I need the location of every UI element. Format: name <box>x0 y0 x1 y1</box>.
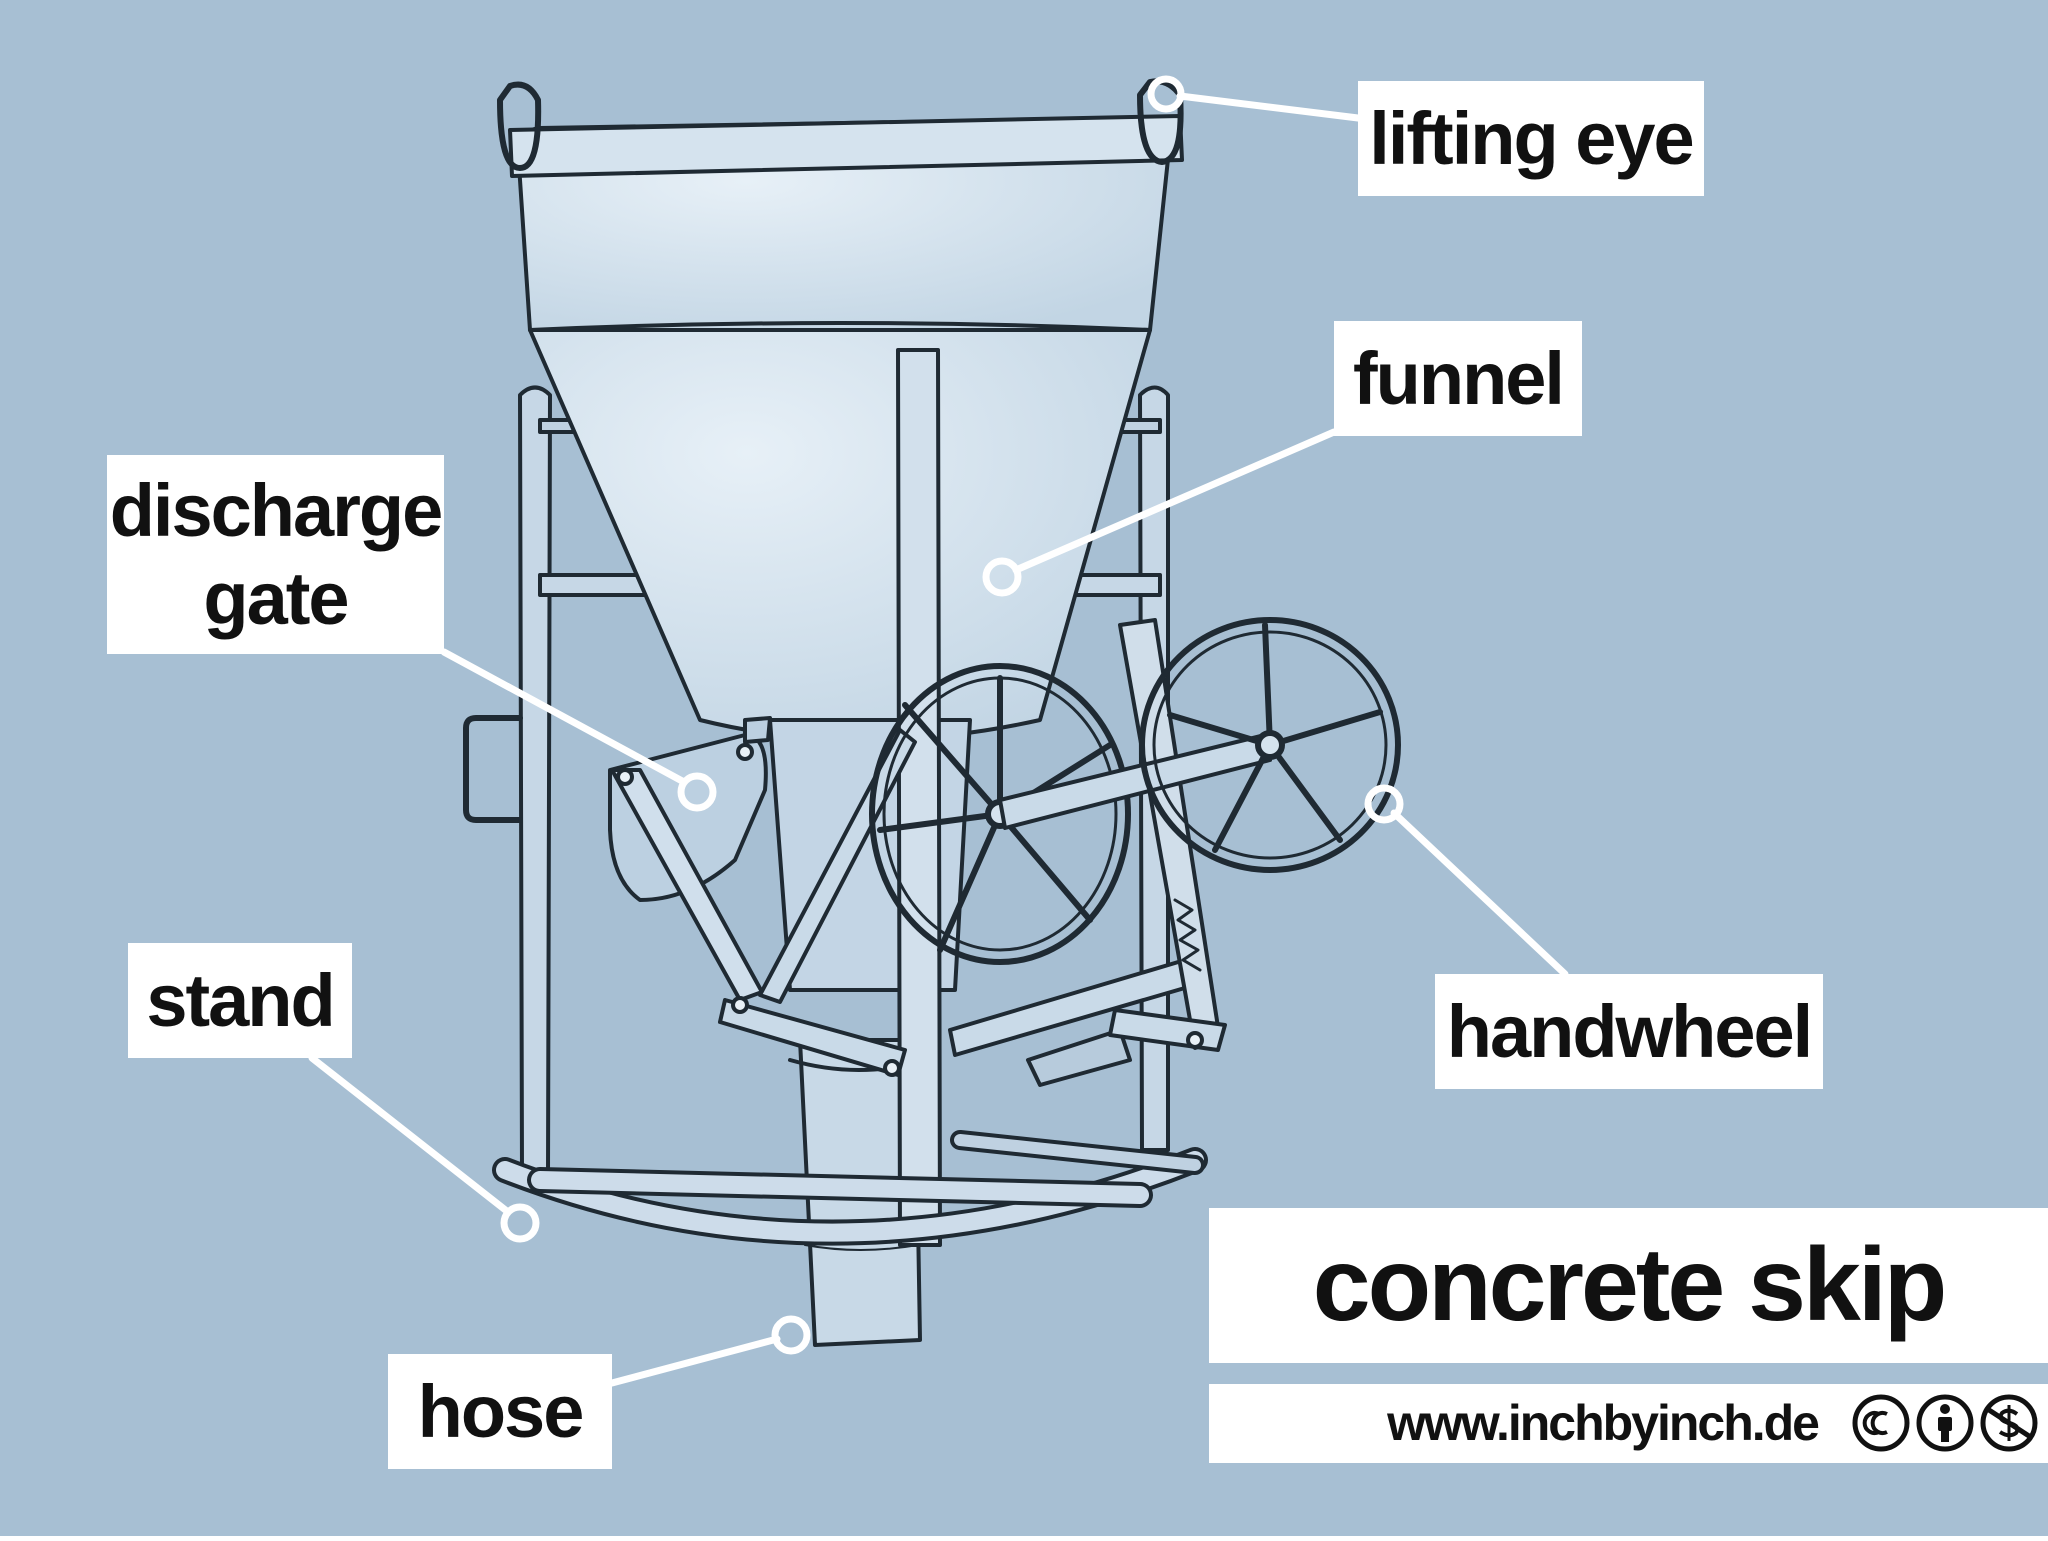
funnel-shape <box>497 78 1184 742</box>
label-discharge-gate: discharge gate <box>107 455 444 654</box>
marker-lifting-eye <box>1147 75 1185 113</box>
marker-stand <box>500 1203 540 1243</box>
label-lifting-eye: lifting eye <box>1358 81 1704 196</box>
cc-icon <box>1852 1394 1910 1452</box>
leader-lifting-eye <box>1176 92 1362 122</box>
leader-handwheel <box>1390 809 1569 978</box>
leader-funnel <box>1012 428 1338 574</box>
label-stand-text: stand <box>146 958 335 1042</box>
label-funnel-text: funnel <box>1353 336 1565 420</box>
label-hose-text: hose <box>417 1369 585 1453</box>
stand-base-ring <box>492 1130 1208 1246</box>
title-box: concrete skip <box>1209 1208 2048 1363</box>
label-handwheel-text: handwheel <box>1446 989 1813 1073</box>
side-handwheel-shape <box>1139 617 1401 873</box>
marker-funnel <box>982 557 1022 597</box>
label-lifting-eye-text: lifting eye <box>1369 96 1694 180</box>
non-commercial-icon <box>1980 1394 2038 1452</box>
label-hose: hose <box>388 1354 612 1469</box>
footer: www.inchbyinch.de <box>1209 1384 2048 1463</box>
footer-url[interactable]: www.inchbyinch.de <box>1387 1395 1820 1451</box>
leader-stand <box>308 1054 512 1216</box>
label-funnel: funnel <box>1334 321 1582 436</box>
marker-discharge-gate <box>677 772 717 812</box>
marker-hose <box>771 1315 811 1355</box>
license-badges <box>1852 1394 2038 1452</box>
by-attribution-icon <box>1916 1394 1974 1452</box>
label-stand: stand <box>128 943 352 1058</box>
leader-lines <box>308 75 1569 1387</box>
concrete-skip-illustration <box>463 78 1401 1347</box>
discharge-gate-shape <box>608 716 772 1002</box>
marker-handwheel <box>1364 784 1404 824</box>
vertical-rod <box>896 348 942 1247</box>
label-discharge-gate-line1: discharge <box>109 468 444 552</box>
front-handwheel-shape <box>869 663 1131 965</box>
leader-discharge-gate <box>440 648 688 786</box>
diagram-title: concrete skip <box>1312 1227 1948 1343</box>
label-discharge-gate-line2: gate <box>203 556 349 640</box>
label-handwheel: handwheel <box>1435 974 1823 1089</box>
leader-hose <box>608 1335 781 1387</box>
rack-teeth <box>1173 898 1202 972</box>
